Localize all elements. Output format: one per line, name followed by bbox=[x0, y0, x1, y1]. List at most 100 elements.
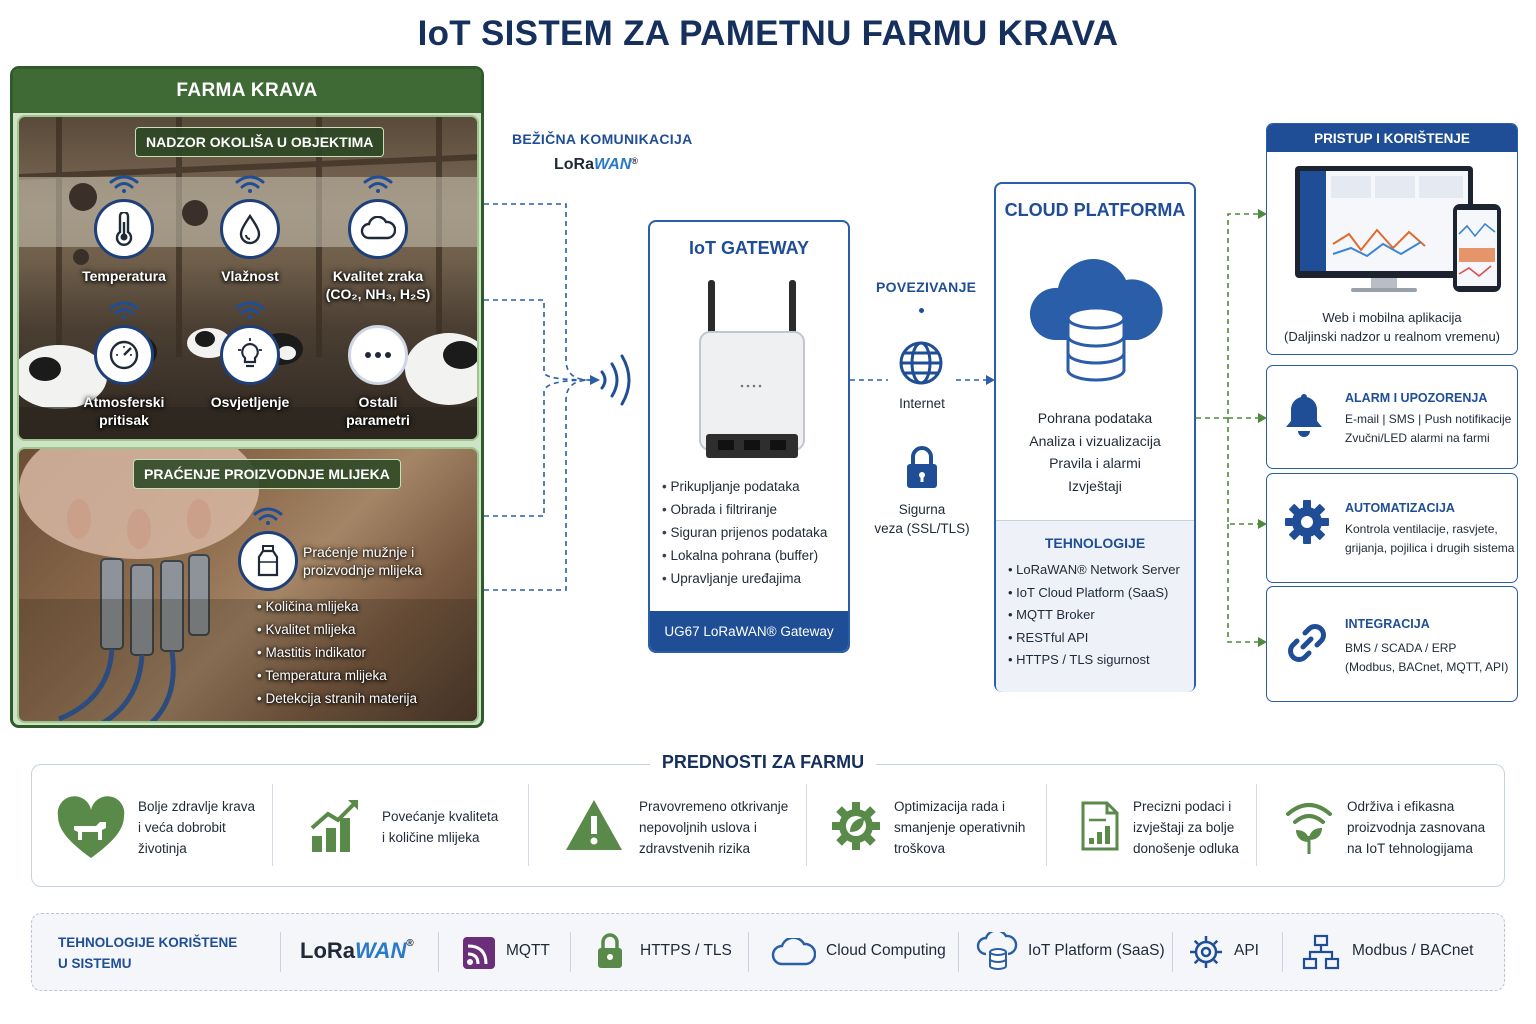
list-item: IoT Cloud Platform (SaaS) bbox=[1008, 582, 1194, 605]
line-env-top bbox=[484, 203, 591, 381]
list-item: RESTful API bbox=[1008, 627, 1194, 650]
link-icon bbox=[1288, 624, 1326, 662]
divider bbox=[806, 784, 807, 866]
light-sensor[interactable] bbox=[220, 325, 280, 385]
bell-icon bbox=[1286, 394, 1322, 437]
barn-environment-section: NADZOR OKOLIŠA U OBJEKTIMA Temperatura V… bbox=[17, 115, 479, 441]
bulb-icon bbox=[238, 338, 262, 368]
farm-header: FARMA KRAVA bbox=[13, 69, 481, 113]
gateway-title: IoT GATEWAY bbox=[688, 238, 809, 258]
alarm-card[interactable]: ALARM I UPOZORENJA E-mail | SMS | Push n… bbox=[1266, 365, 1518, 469]
automation-description: Kontrola ventilacije, rasvjete,grijanja,… bbox=[1345, 522, 1515, 555]
alarm-title: ALARM I UPOZORENJA bbox=[1345, 391, 1488, 405]
dashboard-devices-icon bbox=[1295, 166, 1501, 292]
divider bbox=[528, 784, 529, 866]
divider bbox=[438, 932, 439, 972]
line-milk-top bbox=[484, 379, 591, 517]
mqtt-icon bbox=[463, 937, 495, 969]
environment-monitoring-title: NADZOR OKOLIŠA U OBJEKTIMA bbox=[135, 127, 385, 157]
iot-gateway-card[interactable]: IoT GATEWAY Prikupljanje podataka Obrada… bbox=[648, 220, 850, 653]
cloud-icon bbox=[360, 216, 396, 240]
humidity-sensor[interactable] bbox=[220, 199, 280, 259]
tech-modbus: Modbus / BACnet bbox=[1352, 942, 1474, 959]
wifi-signal-icon bbox=[363, 175, 393, 193]
access-title: PRISTUP I KORIŠTENJE bbox=[1267, 124, 1517, 152]
tech-cloud-computing: Cloud Computing bbox=[826, 942, 946, 959]
pressure-sensor[interactable] bbox=[94, 325, 154, 385]
cloud-database-icon bbox=[976, 932, 1018, 970]
lock-icon bbox=[907, 446, 937, 488]
divider bbox=[280, 932, 281, 972]
lorawan-logo: LoRaWAN® bbox=[300, 938, 414, 963]
connector-lines bbox=[484, 203, 1267, 647]
air-quality-sensor[interactable] bbox=[348, 199, 408, 259]
list-item: LoRaWAN® Network Server bbox=[1008, 559, 1194, 582]
line-milk-bottom bbox=[484, 379, 591, 591]
list-item: Obrada i filtriranje bbox=[662, 498, 827, 521]
milk-production-section: PRAĆENJE PROIZVODNJE MLIJEKA Praćenje mu… bbox=[17, 447, 479, 723]
tech-https: HTTPS / TLS bbox=[640, 942, 732, 959]
list-item: Detekcija stranih materija bbox=[257, 687, 417, 710]
divider bbox=[272, 784, 273, 866]
list-item: MQTT Broker bbox=[1008, 604, 1194, 627]
other-parameters-sensor[interactable] bbox=[348, 325, 408, 385]
api-gear-icon bbox=[1190, 936, 1222, 968]
list-item: Siguran prijenos podataka bbox=[662, 521, 827, 544]
sustainable-wifi-icon bbox=[1286, 803, 1332, 854]
internet-label: Internet bbox=[899, 396, 945, 411]
access-description: Web i mobilna aplikacija(Daljinski nadzo… bbox=[1283, 310, 1501, 344]
wifi-signal-icon bbox=[235, 301, 265, 319]
lock-icon bbox=[598, 933, 622, 968]
page-title: IoT SISTEM ZA PAMETNU FARMU KRAVA bbox=[417, 14, 1119, 53]
benefits-title: PREDNOSTI ZA FARMU bbox=[650, 752, 876, 773]
tech-iot-platform: IoT Platform (SaaS) bbox=[1028, 942, 1165, 959]
tech-mqtt: MQTT bbox=[506, 942, 550, 959]
list-item: Lokalna pohrana (buffer) bbox=[662, 544, 827, 567]
thermometer-icon bbox=[115, 212, 133, 246]
light-label: Osvjetljenje bbox=[210, 394, 290, 410]
list-item: Količina mlijeka bbox=[257, 595, 417, 618]
list-item: Upravljanje uređajima bbox=[662, 567, 827, 590]
growth-chart-icon bbox=[310, 800, 358, 852]
temperature-sensor[interactable] bbox=[94, 199, 154, 259]
technologies-list: LoRaWAN® Network Server IoT Cloud Platfo… bbox=[1008, 559, 1194, 672]
milk-sensor[interactable] bbox=[238, 531, 298, 591]
cloud-title: CLOUD PLATFORMA bbox=[1004, 200, 1186, 220]
divider bbox=[1046, 784, 1047, 866]
automation-card[interactable]: AUTOMATIZACIJA Kontrola ventilacije, ras… bbox=[1266, 473, 1518, 583]
gateway-model-footer: UG67 LoRaWAN® Gateway bbox=[650, 611, 848, 651]
wifi-signal-icon bbox=[253, 507, 283, 525]
wifi-signal-icon bbox=[109, 301, 139, 319]
integration-title: INTEGRACIJA bbox=[1345, 617, 1430, 631]
globe-icon bbox=[899, 341, 943, 385]
cloud-technologies: TEHNOLOGIJE LoRaWAN® Network Server IoT … bbox=[996, 520, 1194, 692]
integration-card[interactable]: INTEGRACIJA BMS / SCADA / ERP(Modbus, BA… bbox=[1266, 586, 1518, 702]
temperature-label: Temperatura bbox=[82, 268, 166, 284]
wifi-signal-icon bbox=[109, 175, 139, 193]
gauge-icon bbox=[109, 340, 139, 370]
milk-parameters-list: Količina mlijeka Kvalitet mlijeka Mastit… bbox=[257, 595, 417, 710]
divider bbox=[1282, 932, 1283, 972]
technologies-bar bbox=[31, 913, 1505, 991]
line-env-mid bbox=[484, 299, 591, 381]
warning-icon bbox=[566, 800, 622, 850]
access-card[interactable]: PRISTUP I KORIŠTENJE Web i mobilna aplik… bbox=[1266, 123, 1518, 355]
report-icon bbox=[1081, 801, 1119, 851]
droplet-icon bbox=[239, 213, 261, 245]
technologies-title: TEHNOLOGIJE bbox=[1044, 535, 1146, 551]
list-item: Kvalitet mlijeka bbox=[257, 618, 417, 641]
network-icon bbox=[1302, 934, 1340, 970]
wifi-signal-icon bbox=[235, 175, 265, 193]
divider bbox=[748, 932, 749, 972]
